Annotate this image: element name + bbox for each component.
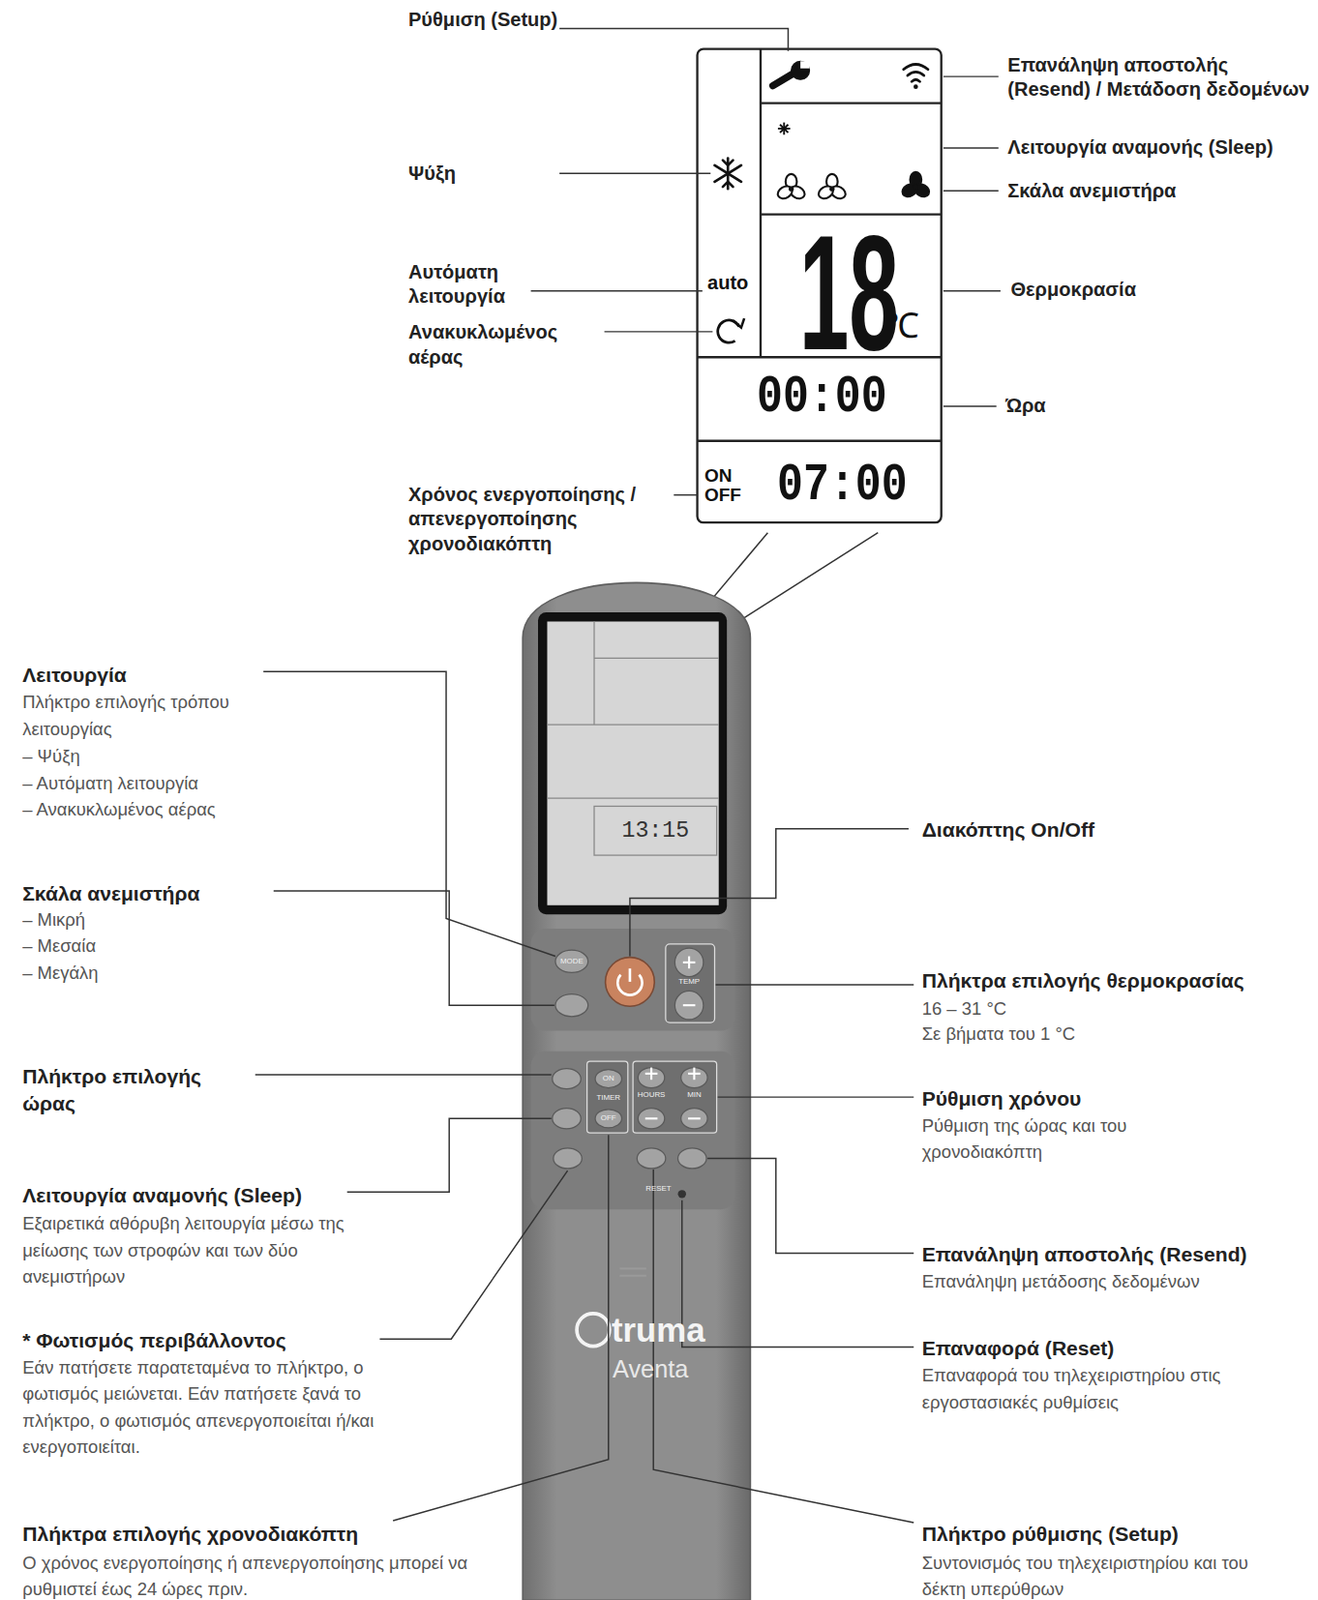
callout-heading: * Φωτισμός περιβάλλοντος (22, 1326, 286, 1353)
callout-text: Επανάληψη μετάδοσης δεδομένων (922, 1268, 1316, 1295)
button-label: MIN (673, 1091, 715, 1100)
callout-label: Λειτουργία αναμονής (Sleep) (1007, 135, 1273, 160)
callout-heading: Λειτουργία (22, 661, 127, 689)
screen-digits: 13:15 (595, 820, 716, 843)
callout-text: Επαναφορά του τηλεχειριστηρίου στις εργο… (922, 1362, 1270, 1416)
callout-label: Θερμοκρασία (1010, 277, 1137, 302)
callout-heading: Λειτουργία αναμονής (Sleep) (22, 1182, 302, 1209)
callout-heading: Ρύθμιση χρόνου (922, 1084, 1082, 1111)
callout-text: – Ψύξη (22, 743, 80, 770)
callout-heading: Πλήκτρα επιλογής θερμοκρασίας (922, 967, 1316, 994)
callout-text: Εξαιρετικά αθόρυβη λειτουργία μέσω της μ… (22, 1210, 395, 1290)
button-label: TIMER (588, 1094, 630, 1103)
callout-text: – Ανακυκλωμένος αέρας (22, 796, 216, 823)
callout-text: – Αυτόματη λειτουργία (22, 769, 199, 796)
callout-heading: Πλήκτρο επιλογής ώρας (22, 1063, 247, 1117)
callout-text: – Μεσαία (22, 932, 96, 959)
callout-text: – Μικρή (22, 906, 86, 933)
callout-heading: Πλήκτρο ρύθμισης (Setup) (922, 1521, 1316, 1548)
callout-heading: Επαναφορά (Reset) (922, 1335, 1115, 1362)
callout-label: Χρόνος ενεργοποίησης / απενεργοποίησης χ… (408, 482, 669, 557)
callout-label: Σκάλα ανεμιστήρα (1007, 179, 1176, 204)
callout-text: 16 – 31 °C (922, 995, 1007, 1022)
callout-heading: Σκάλα ανεμιστήρα (22, 879, 200, 906)
lcd-unit: ℃ (884, 308, 920, 344)
callout-heading: Διακόπτης On/Off (922, 816, 1095, 843)
button-label: ON (588, 1075, 630, 1083)
callout-label: Επανάληψη αποστολής (Resend) / Μετάδοση … (1007, 53, 1317, 103)
button-label: HOURS (630, 1091, 672, 1100)
button-label: MODE (551, 958, 593, 966)
callout-label: Αυτόματη λειτουργία (408, 260, 532, 310)
callout-text: Συντονισμός του τηλεχειριστηρίου και του… (922, 1549, 1290, 1600)
leader-lines (531, 29, 1001, 662)
callout-text: Ρύθμιση της ώρας και του χρονοδιακόπτη (922, 1112, 1188, 1167)
callout-label: Ανακυκλωμένος αέρας (408, 320, 602, 370)
callout-text: Πλήκτρο επιλογής τρόπου λειτουργίας (22, 688, 299, 743)
callout-label: Ψύξη (408, 161, 456, 186)
lcd-text: auto (700, 272, 756, 293)
callout-text: – Μεγάλη (22, 959, 98, 987)
button-label: RESET (637, 1185, 679, 1194)
lcd-digits: 18 (799, 210, 876, 375)
lcd-panel (697, 49, 942, 524)
callout-heading: Πλήκτρα επιλογής χρονοδιακόπτη (22, 1521, 359, 1548)
callout-label: Ώρα (1005, 393, 1047, 419)
model-name: Aventa (612, 1357, 689, 1382)
lcd-digits: 00:00 (752, 372, 892, 424)
callout-text: Εάν πατήσετε παρατεταμένα το πλήκτρο, ο … (22, 1354, 395, 1462)
callout-heading: Επανάληψη αποστολής (Resend) (922, 1241, 1316, 1268)
button-label: OFF (588, 1114, 630, 1123)
button-label: TEMP (668, 978, 710, 987)
lcd-text: ON (704, 466, 732, 486)
lcd-text: OFF (704, 485, 742, 506)
fan-icons (775, 172, 931, 202)
callout-label: Ρύθμιση (Setup) (408, 7, 562, 32)
callout-text: Ο χρόνος ενεργοποίησης ή απενεργοποίησης… (22, 1549, 503, 1600)
brand-logo: truma (611, 1314, 706, 1348)
lcd-digits: 07:00 (773, 460, 912, 512)
remote-body (522, 582, 750, 1600)
callout-text: Σε βήματα του 1 °C (922, 1020, 1076, 1048)
